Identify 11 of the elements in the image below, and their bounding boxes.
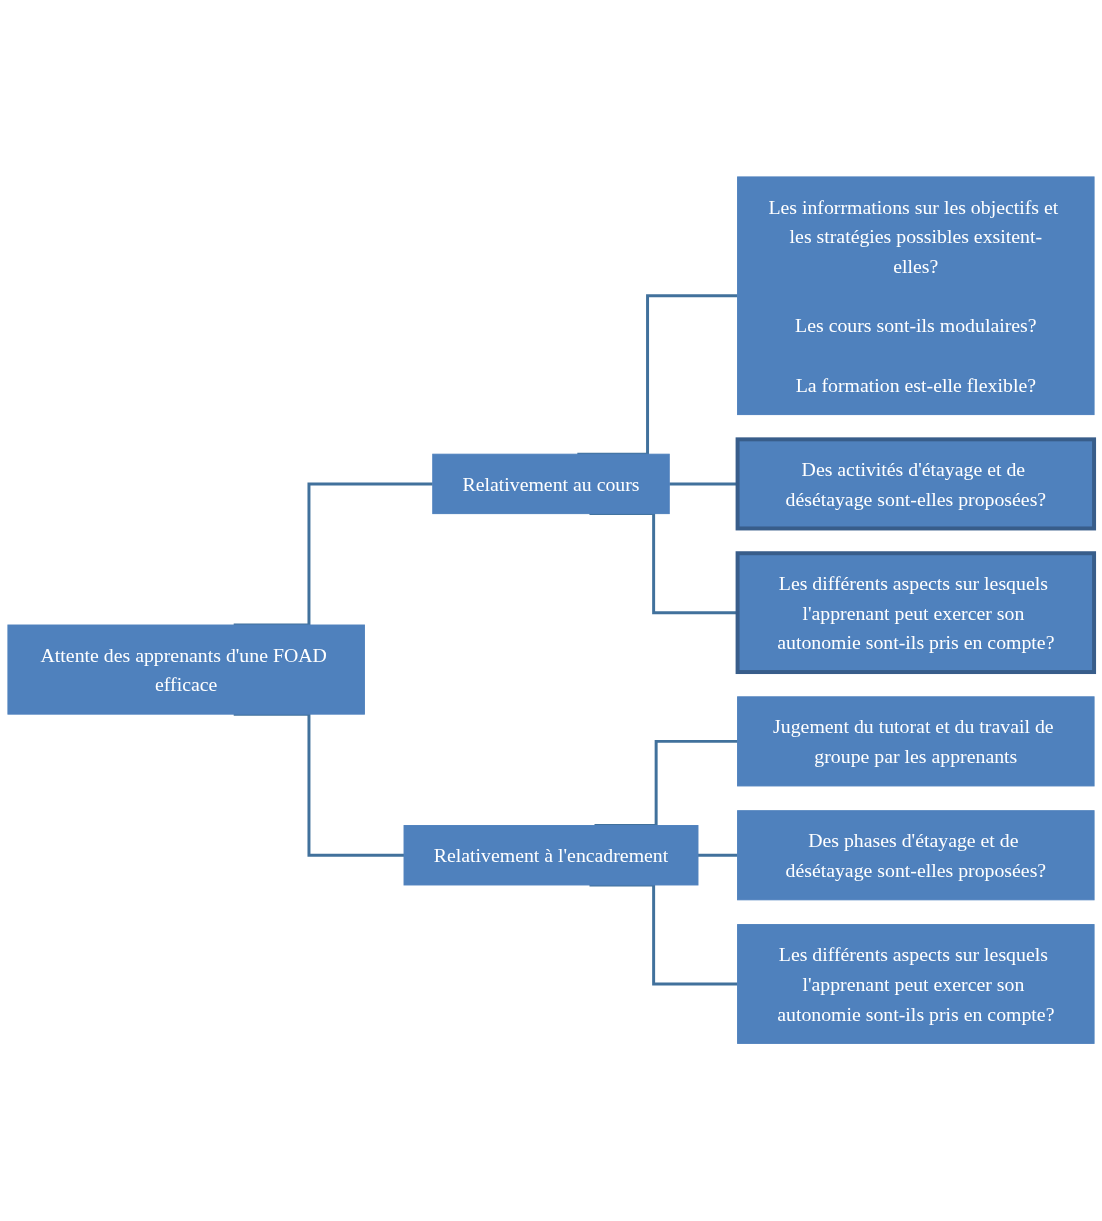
node-box: Les différents aspects sur lesquels l'apprenant peut exercer son autonomie sont-ils pris en compte? <box>737 924 1095 1045</box>
node-box: Relativement à l'encadrement <box>403 825 699 886</box>
node-box: Attente des apprenants d'une FOAD efficace <box>7 624 365 715</box>
node-box: Les différents aspects sur lesquels l'apprenant peut exercer son autonomie sont-ils pris en compte? <box>735 551 1097 675</box>
node-box: Des activités d'étayage et de désétayage sont-elles proposées? <box>735 437 1097 531</box>
node-box: Relativement au cours <box>432 454 670 515</box>
connector <box>577 294 738 456</box>
node-box: Les inforrmations sur les objectifs et les stratégies possibles exsitent-elles? Les cours sont-ils modulaires? La formation est-elle flexible? <box>737 176 1095 416</box>
node-box: Des phases d'étayage et de désétayage sont-elles proposées? <box>737 810 1095 901</box>
node-box: Jugement du tutorat et du travail de groupe par les apprenants <box>737 696 1095 787</box>
connector <box>697 854 738 858</box>
